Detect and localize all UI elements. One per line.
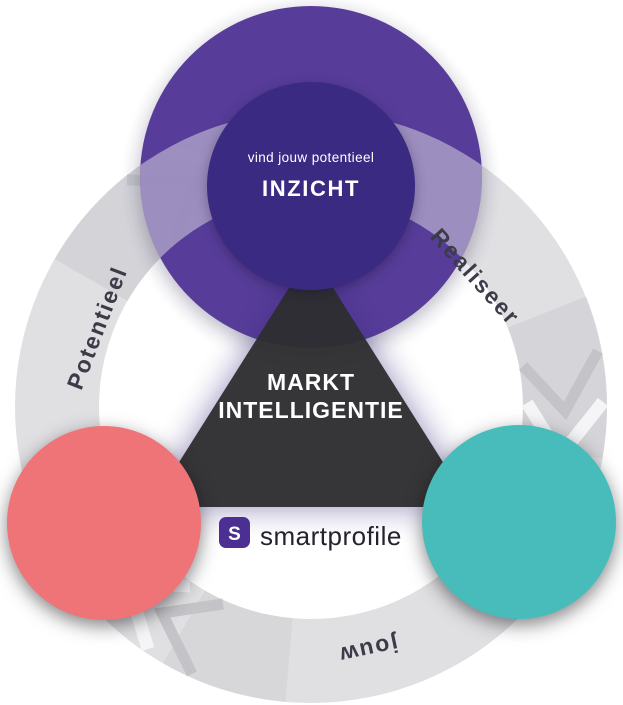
smartprofile-logo: S smartprofile <box>219 517 402 551</box>
insight-title: INZICHT <box>262 176 360 201</box>
smartprofile-logo-icon <box>219 517 250 548</box>
stage-circle-red <box>7 426 201 620</box>
smartprofile-logo-text: smartprofile <box>260 521 402 551</box>
triangle-title-line2: INTELLIGENTIE <box>218 397 404 423</box>
stage-circle-teal <box>422 425 616 619</box>
triangle-title-line1: MARKT <box>267 369 355 395</box>
insight-subtitle: vind jouw potentieel <box>248 150 375 165</box>
insight-inner-circle <box>207 82 415 290</box>
market-intelligence-triangle <box>163 266 459 507</box>
ring-segment-dark-bottom <box>163 590 294 702</box>
smartprofile-logo-icon-letter: S <box>228 524 241 545</box>
